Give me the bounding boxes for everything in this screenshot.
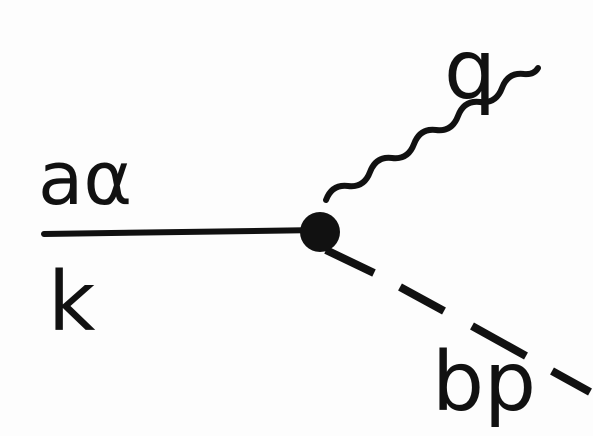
- incoming-label-momentum-k: k: [48, 255, 96, 350]
- photon-label-q: q: [444, 23, 497, 118]
- dash-segment: [470, 322, 528, 360]
- dash-segment: [398, 283, 446, 315]
- dash-segment: [324, 246, 376, 277]
- vertex-dot: [300, 212, 340, 252]
- incoming-label-index: aα: [38, 136, 133, 222]
- incoming-solid-line: [41, 227, 323, 237]
- photon-wavy-line: [323, 65, 541, 203]
- outgoing-dashed-line: [324, 246, 592, 396]
- outgoing-label-bp: bp: [432, 335, 537, 430]
- dash-segment: [550, 367, 592, 396]
